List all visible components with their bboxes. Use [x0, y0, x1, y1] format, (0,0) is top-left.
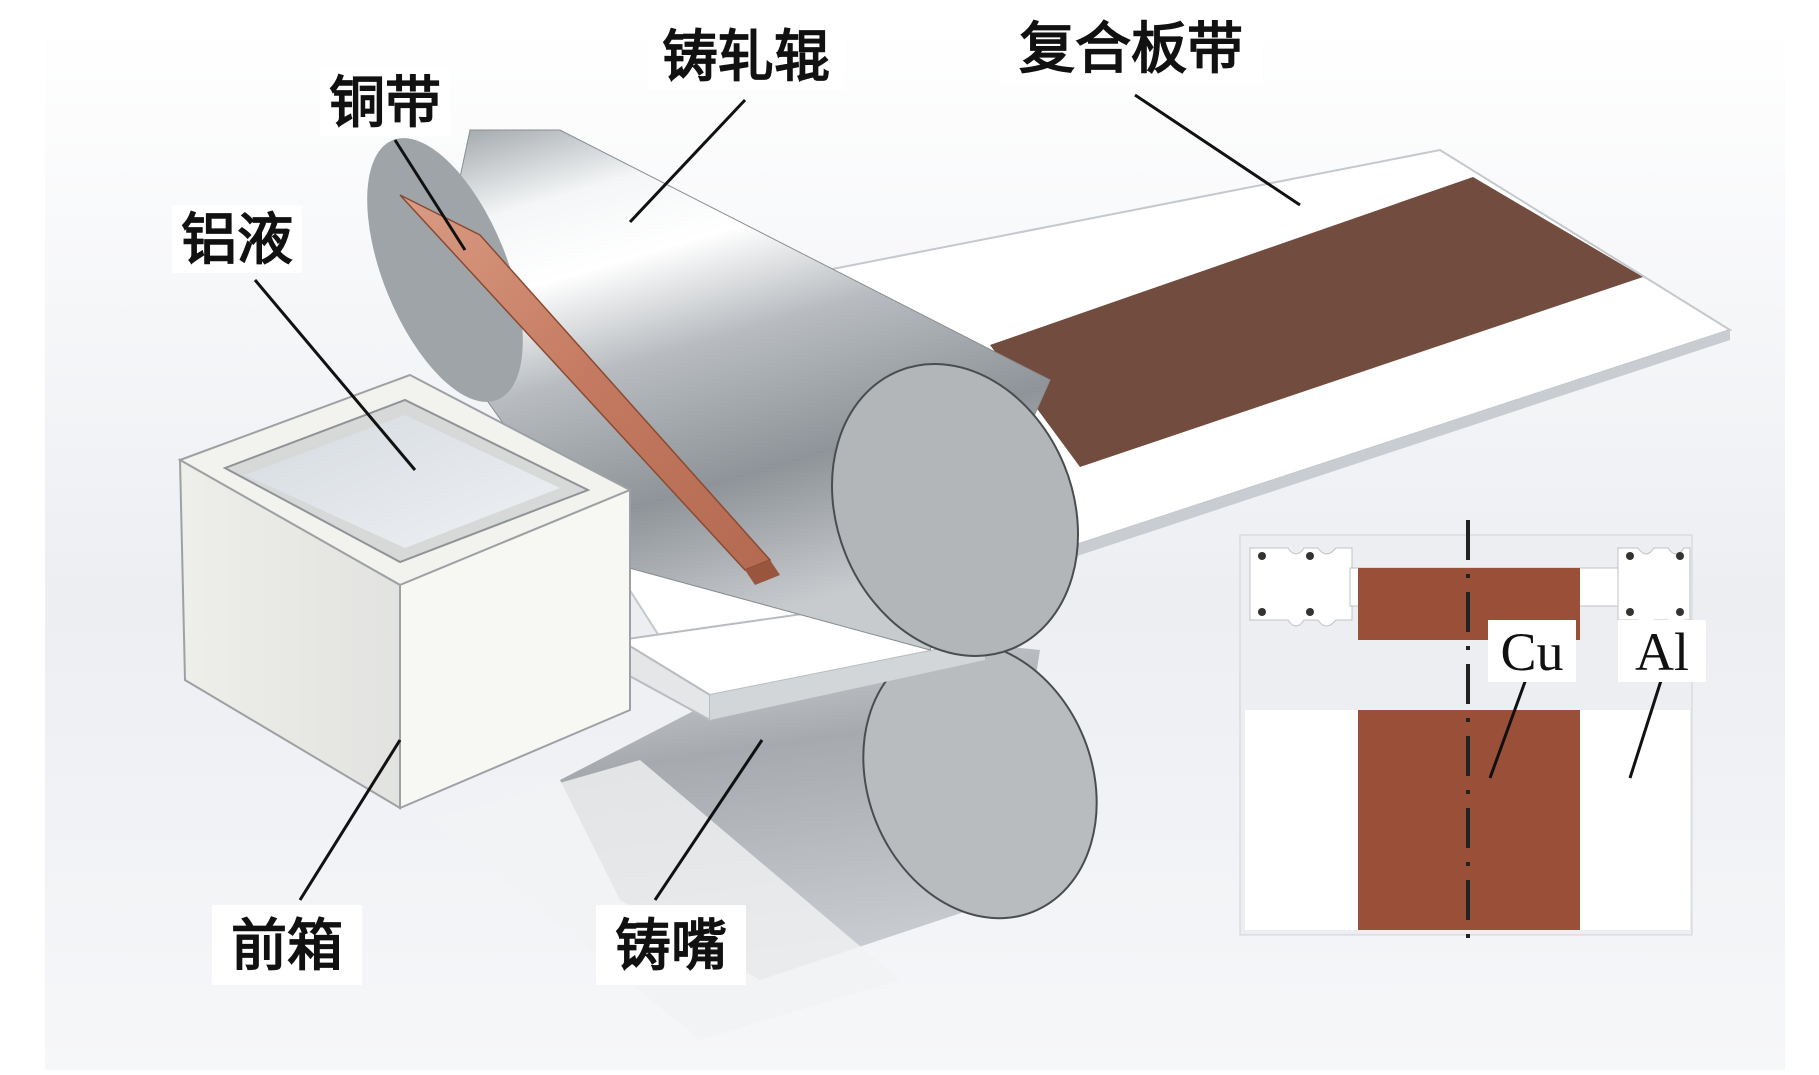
label-clad-strip: 复合板带 — [1019, 17, 1243, 82]
label-copper-strip-group: 铜带 — [320, 68, 450, 136]
leader-clad-strip — [1134, 93, 1301, 207]
label-front-box-group: 前箱 — [212, 905, 362, 985]
label-casting-roll-group: 铸轧辊 — [648, 22, 844, 90]
inset-leader-al — [1628, 667, 1667, 779]
clad-strip-copper-band — [990, 177, 1643, 467]
copper-foil — [399, 194, 780, 585]
upper-roll-end-face — [831, 363, 1079, 657]
label-clad-strip-group: 复合板带 — [1000, 12, 1262, 84]
label-front-box: 前箱 — [231, 914, 343, 979]
inset-panel: Cu Al — [1239, 520, 1706, 945]
front-box — [177, 373, 633, 810]
inset-label-cu: Cu — [1500, 622, 1563, 682]
inset-label-cu-bg — [1488, 620, 1576, 682]
leader-casting-nozzle — [653, 739, 764, 901]
inset-label-al-bg — [1618, 620, 1706, 682]
leader-aluminum-melt — [253, 279, 417, 471]
leader-lines — [253, 93, 1301, 901]
leader-copper-strip — [393, 139, 467, 251]
label-copper-strip: 铜带 — [329, 71, 441, 136]
leader-front-box — [298, 739, 402, 901]
label-casting-nozzle-group: 铸嘴 — [596, 905, 746, 985]
inset-leader-cu — [1488, 667, 1532, 779]
leader-casting-roll — [628, 98, 747, 224]
label-aluminum-melt: 铝液 — [181, 208, 293, 273]
label-casting-roll: 铸轧辊 — [662, 25, 830, 90]
floor-reflection — [430, 760, 900, 1040]
inset-label-al: Al — [1635, 622, 1689, 682]
aluminum-melt-surface — [245, 415, 560, 548]
label-aluminum-melt-group: 铝液 — [172, 205, 302, 273]
label-casting-nozzle: 铸嘴 — [615, 914, 727, 979]
